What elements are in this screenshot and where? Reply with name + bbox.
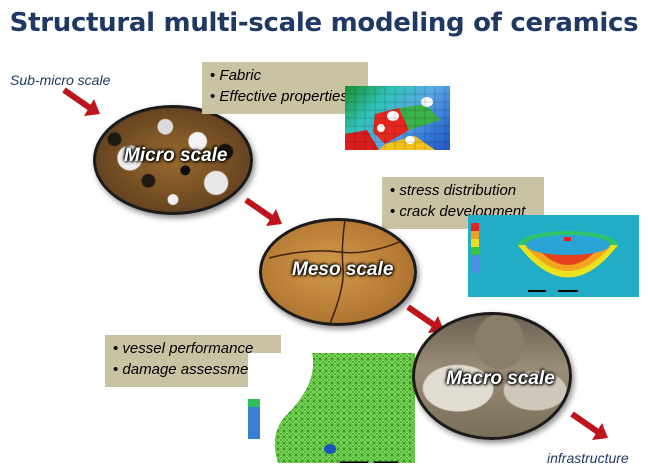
crack-lines: [268, 221, 410, 323]
macro-fe-mesh-panel: [248, 353, 415, 463]
infrastructure-label: infrastructure: [547, 450, 629, 466]
stress-bowl: [468, 215, 639, 297]
page-title: Structural multi-scale modeling of ceram…: [9, 8, 639, 38]
bullet-stress-distribution: stress distribution: [390, 180, 536, 201]
micro-scale-label: Micro scale: [124, 145, 228, 166]
macro-scale-label: Macro scale: [446, 368, 555, 389]
micro-bullet-box: Fabric Effective properties: [202, 62, 368, 114]
vessel-mesh: [248, 353, 415, 463]
micro-fe-mesh-panel: [345, 86, 450, 150]
arrow-icon-submicro: [62, 87, 100, 116]
meso-scale-label: Meso scale: [292, 259, 394, 280]
bullet-vessel-performance: vessel performance: [113, 338, 273, 359]
mesh-overlay: [345, 86, 450, 150]
arrow-icon-micro-meso: [244, 197, 282, 226]
macro-scale-image: [412, 312, 572, 440]
meso-scale-image: [259, 218, 417, 326]
micro-scale-image: [93, 105, 253, 215]
meso-fe-stress-panel: [468, 215, 639, 297]
bullet-fabric: Fabric: [210, 65, 360, 86]
bullet-effective-properties: Effective properties: [210, 86, 360, 107]
sub-micro-scale-label: Sub-micro scale: [10, 72, 111, 88]
bullet-damage-assessment: damage assessment: [113, 359, 273, 380]
arrow-icon-infrastructure: [570, 411, 608, 440]
